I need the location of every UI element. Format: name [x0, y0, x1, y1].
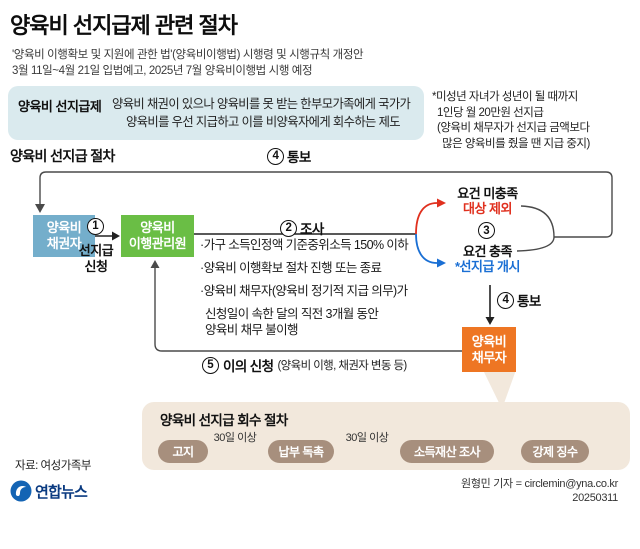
debtor-line-1: 양육비	[471, 333, 507, 349]
side-note-line-4: 많은 양육비를 줬을 땐 지급 중지)	[442, 137, 590, 150]
step1-label: 1	[87, 216, 107, 235]
criterion-item: ·양육비 이행확보 절차 진행 또는 종료	[200, 261, 382, 275]
circled-4-icon: 4	[267, 147, 284, 165]
yonhap-logo-icon	[10, 480, 32, 502]
definition-desc-line-1: 양육비 채권이 있으나 양육비를 못 받는 한부모가족에게 국가가	[112, 97, 411, 111]
recovery-title: 양육비 선지급 회수 절차	[160, 413, 288, 428]
yonhap-logo: 연합뉴스	[10, 480, 88, 502]
criteria-list: ·가구 소득인정액 기준중위소득 150% 이하 ·양육비 이행확보 절차 진행…	[200, 237, 409, 338]
fail-branch-arrowhead	[437, 198, 446, 208]
interval-label: 30일 이상	[345, 432, 389, 444]
creditor-node: 양육비 채권자	[33, 215, 95, 257]
recovery-step-investigation: 소득재산 조사	[400, 440, 494, 463]
objection-detail-text: (양육비 이행, 채권자 변동 등)	[277, 360, 407, 372]
yonhap-logo-text: 연합뉴스	[35, 483, 88, 501]
flow-section-title: 양육비 선지급 절차	[10, 148, 115, 164]
criterion-item: ·양육비 채무자(양육비 정기적 지급 의무)가	[200, 284, 408, 298]
circled-1-icon: 1	[87, 217, 104, 235]
notify-route-arrowhead	[35, 204, 45, 213]
notify-mid-text: 통보	[517, 294, 541, 309]
recovery-pointer-triangle	[483, 370, 516, 409]
creditor-line-2: 채권자	[46, 236, 82, 251]
debtor-line-2: 채무자	[471, 349, 507, 365]
creditor-line-1: 양육비	[46, 220, 82, 235]
notify-mid-arrowhead	[485, 317, 495, 325]
fail-condition-text: 요건 미충족	[457, 186, 518, 201]
criterion-item-continued: 신청일이 속한 달의 직전 3개월 동안	[205, 307, 379, 321]
objection-label: 5 이의 신청 (양육비 이행, 채권자 변동 등)	[202, 355, 407, 375]
pass-branch-line	[415, 233, 438, 264]
source-label: 자료: 여성가족부	[15, 460, 91, 472]
debtor-node: 양육비 채무자	[462, 327, 516, 372]
step1-line-2: 신청	[84, 259, 108, 274]
page-title: 양육비 선지급제 관련 절차	[10, 13, 238, 38]
credit-block: 원형민 기자 = circlemin@yna.co.kr 20250311	[461, 478, 618, 505]
definition-box	[8, 86, 424, 140]
objection-text: 이의 신청	[223, 359, 274, 374]
agency-node: 양육비 이행관리원	[121, 215, 194, 257]
side-note-line-3: (양육비 채무자가 선지급 금액보다	[437, 122, 590, 134]
notify-route-line	[39, 171, 613, 238]
fail-branch-line	[415, 202, 438, 235]
fail-result-text: 대상 제외	[463, 201, 512, 216]
credit-line-2: 20250311	[572, 491, 618, 504]
objection-route-arrowhead	[150, 260, 160, 268]
circled-3-icon: 3	[478, 222, 495, 239]
step1-line-1: 선지급	[78, 243, 114, 258]
recovery-step-collection: 강제 징수	[521, 440, 589, 463]
step2-text: 조사	[300, 222, 324, 237]
notify-mid-label: 4 통보	[497, 290, 541, 310]
side-note: *미성년 자녀가 성년이 될 때까지 1인당 월 20만원 선지급 (양육비 채…	[432, 90, 638, 152]
pass-result-text: *선지급 개시	[455, 259, 520, 274]
criterion-item: ·가구 소득인정액 기준중위소득 150% 이하	[200, 238, 409, 252]
definition-desc-line-2: 양육비를 우선 지급하고 이를 비양육자에게 회수하는 제도	[126, 115, 401, 129]
definition-term: 양육비 선지급제	[18, 99, 102, 114]
recovery-step-notice: 고지	[158, 440, 208, 463]
objection-route-line	[154, 267, 462, 352]
interval-label: 30일 이상	[213, 432, 257, 444]
notify-top-text: 통보	[287, 150, 311, 165]
step2-label: 2 조사	[280, 218, 324, 238]
pass-branch-arrowhead	[437, 258, 446, 268]
agency-line-2: 이행관리원	[128, 236, 187, 251]
circled-5-icon: 5	[202, 356, 219, 374]
credit-line-1: 원형민 기자 = circlemin@yna.co.kr	[461, 478, 618, 490]
criterion-item-continued: 양육비 채무 불이행	[205, 323, 299, 337]
subtitle-line-2: 3월 11일~4월 21일 입법예고, 2025년 7월 양육비이행법 시행 예…	[12, 65, 313, 77]
circled-2-icon: 2	[280, 219, 297, 237]
outcome-pass: 요건 충족 *선지급 개시	[440, 244, 535, 274]
step1-arrowhead	[112, 231, 120, 241]
outcome-fail: 요건 미충족 대상 제외	[440, 186, 535, 216]
outcome-bracket-top	[520, 205, 555, 238]
recovery-step-demand: 납부 독촉	[268, 440, 334, 463]
notify-top-label: 4 통보	[267, 146, 311, 166]
subtitle-line-1: '양육비 이행확보 및 지원에 관한 법'(양육비이행법) 시행령 및 시행규칙…	[12, 49, 364, 61]
step1-text: 선지급 신청	[72, 243, 120, 275]
side-note-line-2: 1인당 월 20만원 선지급	[437, 106, 544, 119]
outcome-bracket-bottom	[516, 236, 555, 252]
circled-4-icon: 4	[497, 291, 514, 309]
pass-condition-text: 요건 충족	[463, 244, 512, 259]
side-note-line-1: *미성년 자녀가 성년이 될 때까지	[432, 91, 578, 103]
agency-line-1: 양육비	[140, 220, 175, 235]
